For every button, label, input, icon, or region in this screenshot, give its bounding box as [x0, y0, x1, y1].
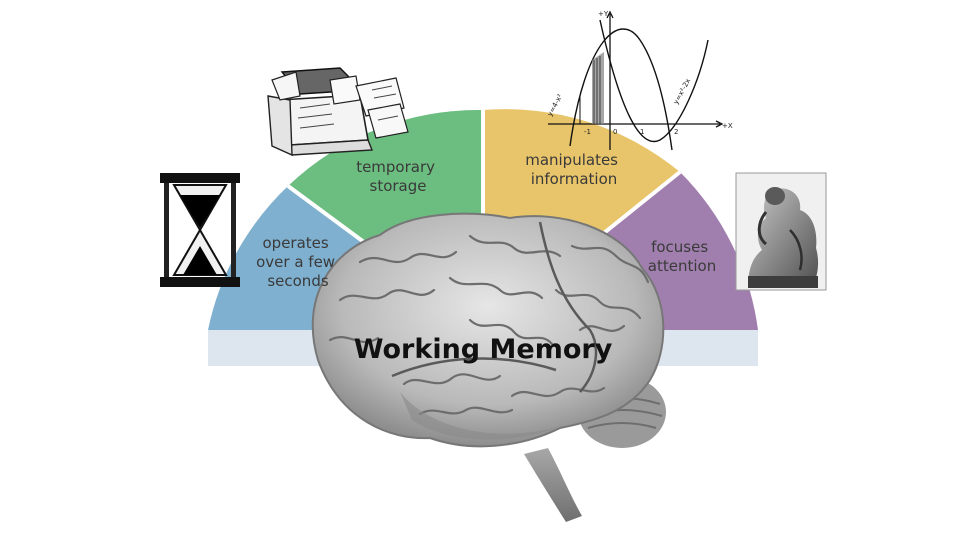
segment-seconds-line-3: seconds	[267, 272, 328, 290]
segment-manipulates-line-2: information	[531, 170, 618, 188]
thinker-statue-icon	[735, 172, 827, 291]
graph-tick-neg: -1	[584, 128, 591, 136]
segment-attention-line-2: attention	[648, 257, 716, 275]
segment-manipulates-line-1: manipulates	[525, 151, 618, 169]
segment-labels: operates over a few seconds temporary st…	[256, 151, 716, 290]
segment-storage-label: temporary storage	[356, 158, 440, 195]
segment-seconds-line-1: operates	[263, 234, 329, 252]
segment-manipulates-label: manipulates information	[525, 151, 623, 188]
segment-attention-label: focuses attention	[648, 238, 716, 275]
graph-tick-one: 1	[640, 128, 644, 136]
graph-axis-x: +X	[722, 122, 733, 130]
title-label: Working Memory	[354, 334, 613, 365]
segment-seconds-line-2: over a few	[256, 253, 335, 271]
graph-tick-two: 2	[674, 128, 678, 136]
segment-storage-line-1: temporary	[356, 158, 435, 176]
brain-illustration	[311, 212, 666, 522]
segment-storage-line-2: storage	[370, 177, 427, 195]
graph-axis-y: +Y	[598, 10, 609, 18]
graph-eq-right: y=x²-2x	[672, 77, 692, 106]
segment-attention-line-1: focuses	[651, 238, 708, 256]
file-box-icon	[267, 67, 409, 157]
graph-tick-zero: 0	[613, 128, 617, 136]
segment-seconds-label: operates over a few seconds	[256, 234, 340, 290]
hourglass-icon	[160, 173, 240, 287]
